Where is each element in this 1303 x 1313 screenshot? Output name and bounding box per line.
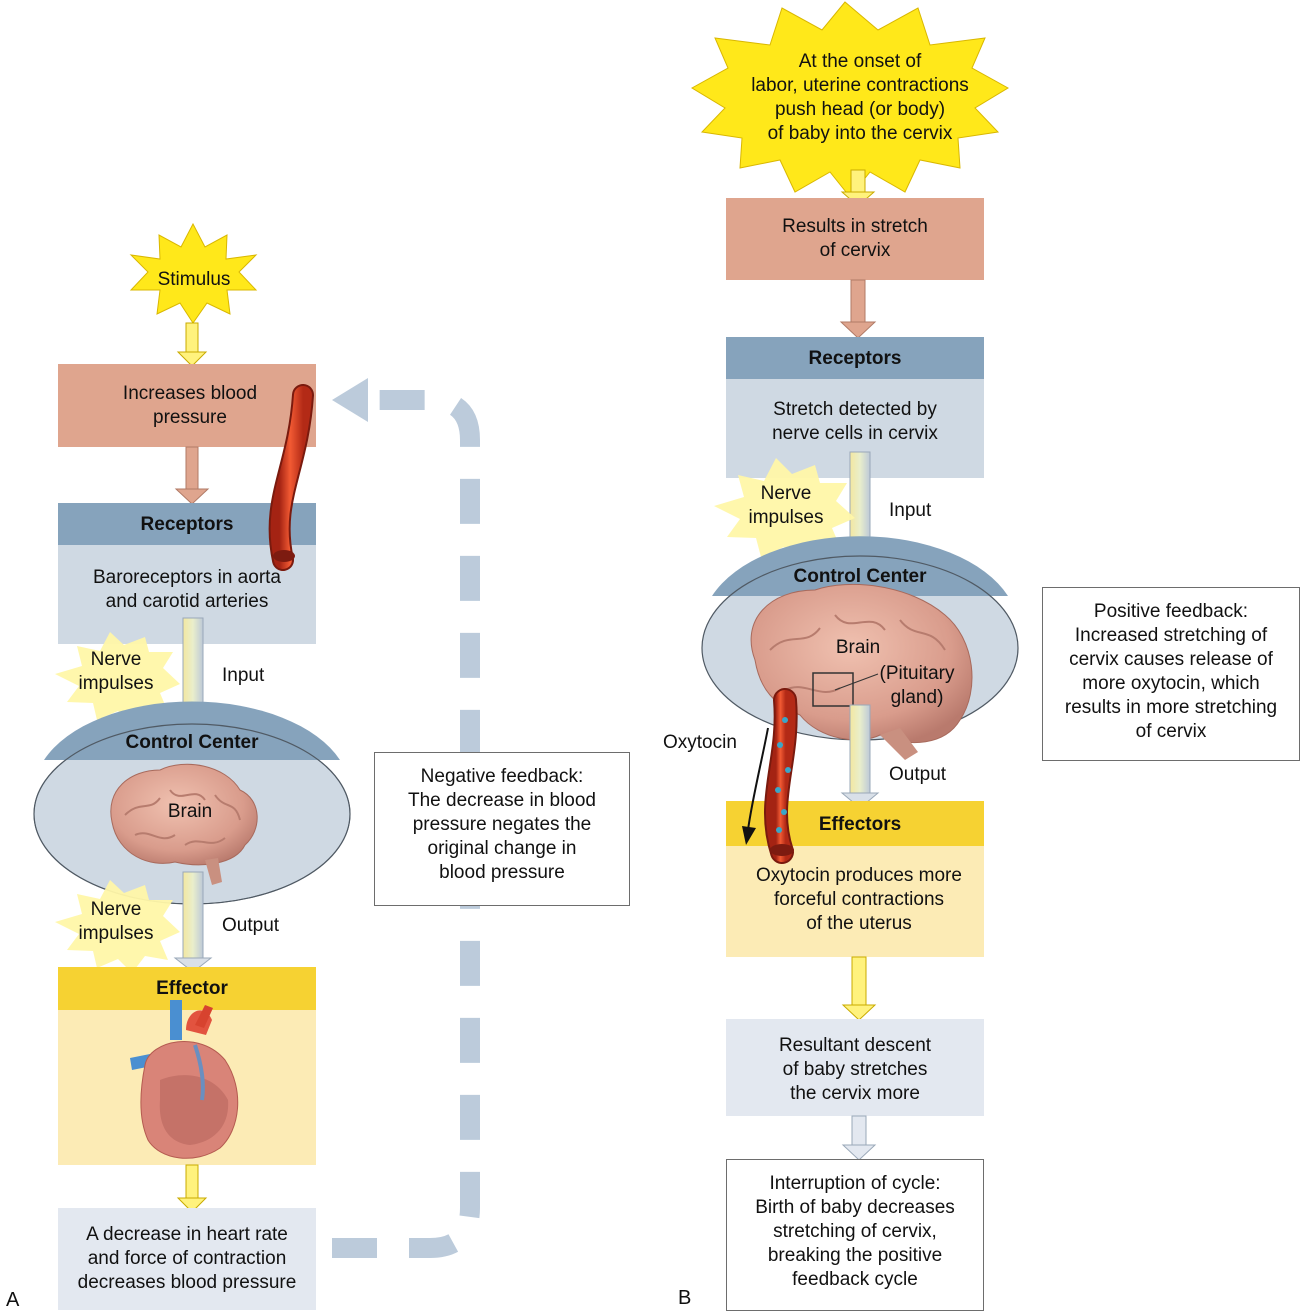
effector-title-a: Effector (156, 978, 228, 999)
nerve-impulses-label-a2: Nerve impulses (78, 899, 154, 944)
nerve-starburst-a2 (55, 880, 180, 973)
stimulus-label-a: Stimulus (157, 269, 231, 290)
interruption-box: Interruption of cycle: Birth of baby dec… (726, 1159, 984, 1311)
control-center-title-a: Control Center (125, 732, 259, 753)
brain-label-b: Brain (835, 637, 881, 658)
input-label-b: Input (889, 500, 932, 521)
step1-label-a: Increases blood pressure (122, 383, 258, 428)
heart-image-a (130, 1000, 239, 1159)
stimulus-label-b: At the onset of labor, uterine contracti… (751, 51, 969, 144)
receptors-body-a: Baroreceptors in aorta and carotid arter… (93, 567, 281, 612)
arrow-a1 (185, 322, 199, 357)
control-center-title-b: Control Center (793, 566, 927, 587)
effectors-title-b: Effectors (818, 814, 902, 835)
receptors-body-b: Stretch detected by nerve cells in cervi… (772, 399, 938, 444)
positive-feedback-note: Positive feedback: Increased stretching … (1042, 587, 1300, 761)
negative-feedback-arrowhead (332, 378, 368, 422)
step1-label-b: Results in stretch of cervix (782, 216, 928, 261)
result-box-a (58, 1208, 316, 1310)
receptors-title-b: Receptors (808, 348, 902, 369)
receptors-title-a: Receptors (140, 514, 234, 535)
step1-box-a (58, 364, 316, 447)
brain-label-a: Brain (167, 801, 213, 822)
receptors-header-b (726, 337, 984, 379)
result-box-b (726, 1019, 984, 1116)
panel-b-letter: B (678, 1287, 692, 1309)
step1-box-b (726, 198, 984, 280)
nerve-impulses-label-b: Nerve impulses (748, 483, 824, 528)
negative-feedback-note: Negative feedback: The decrease in blood… (374, 752, 630, 906)
brain-image-a (110, 763, 258, 885)
nerve-impulses-label-a1: Nerve impulses (78, 649, 154, 694)
output-pathway-b (849, 704, 871, 796)
result-label-a: A decrease in heart rate and force of co… (77, 1224, 297, 1293)
brain-image-b (750, 583, 973, 760)
result-label-b: Resultant descent of baby stretches the … (778, 1035, 932, 1104)
effector-header-a (58, 967, 316, 1010)
oxytocin-arrow (747, 727, 769, 831)
effectors-body-b: Oxytocin produces more forceful contract… (756, 865, 962, 934)
nerve-starburst-b (714, 458, 855, 563)
pituitary-gland-label: (Pituitary gland) (879, 663, 955, 708)
output-label-b: Output (889, 764, 947, 785)
output-pathway-a (182, 871, 204, 961)
input-label-a: Input (222, 665, 265, 686)
oxytocin-label: Oxytocin (663, 732, 737, 753)
panel-a-letter: A (6, 1289, 20, 1311)
input-pathway-a (182, 617, 204, 709)
input-pathway-b (849, 451, 871, 543)
nerve-starburst-a1 (55, 632, 180, 725)
output-label-a: Output (222, 915, 280, 936)
